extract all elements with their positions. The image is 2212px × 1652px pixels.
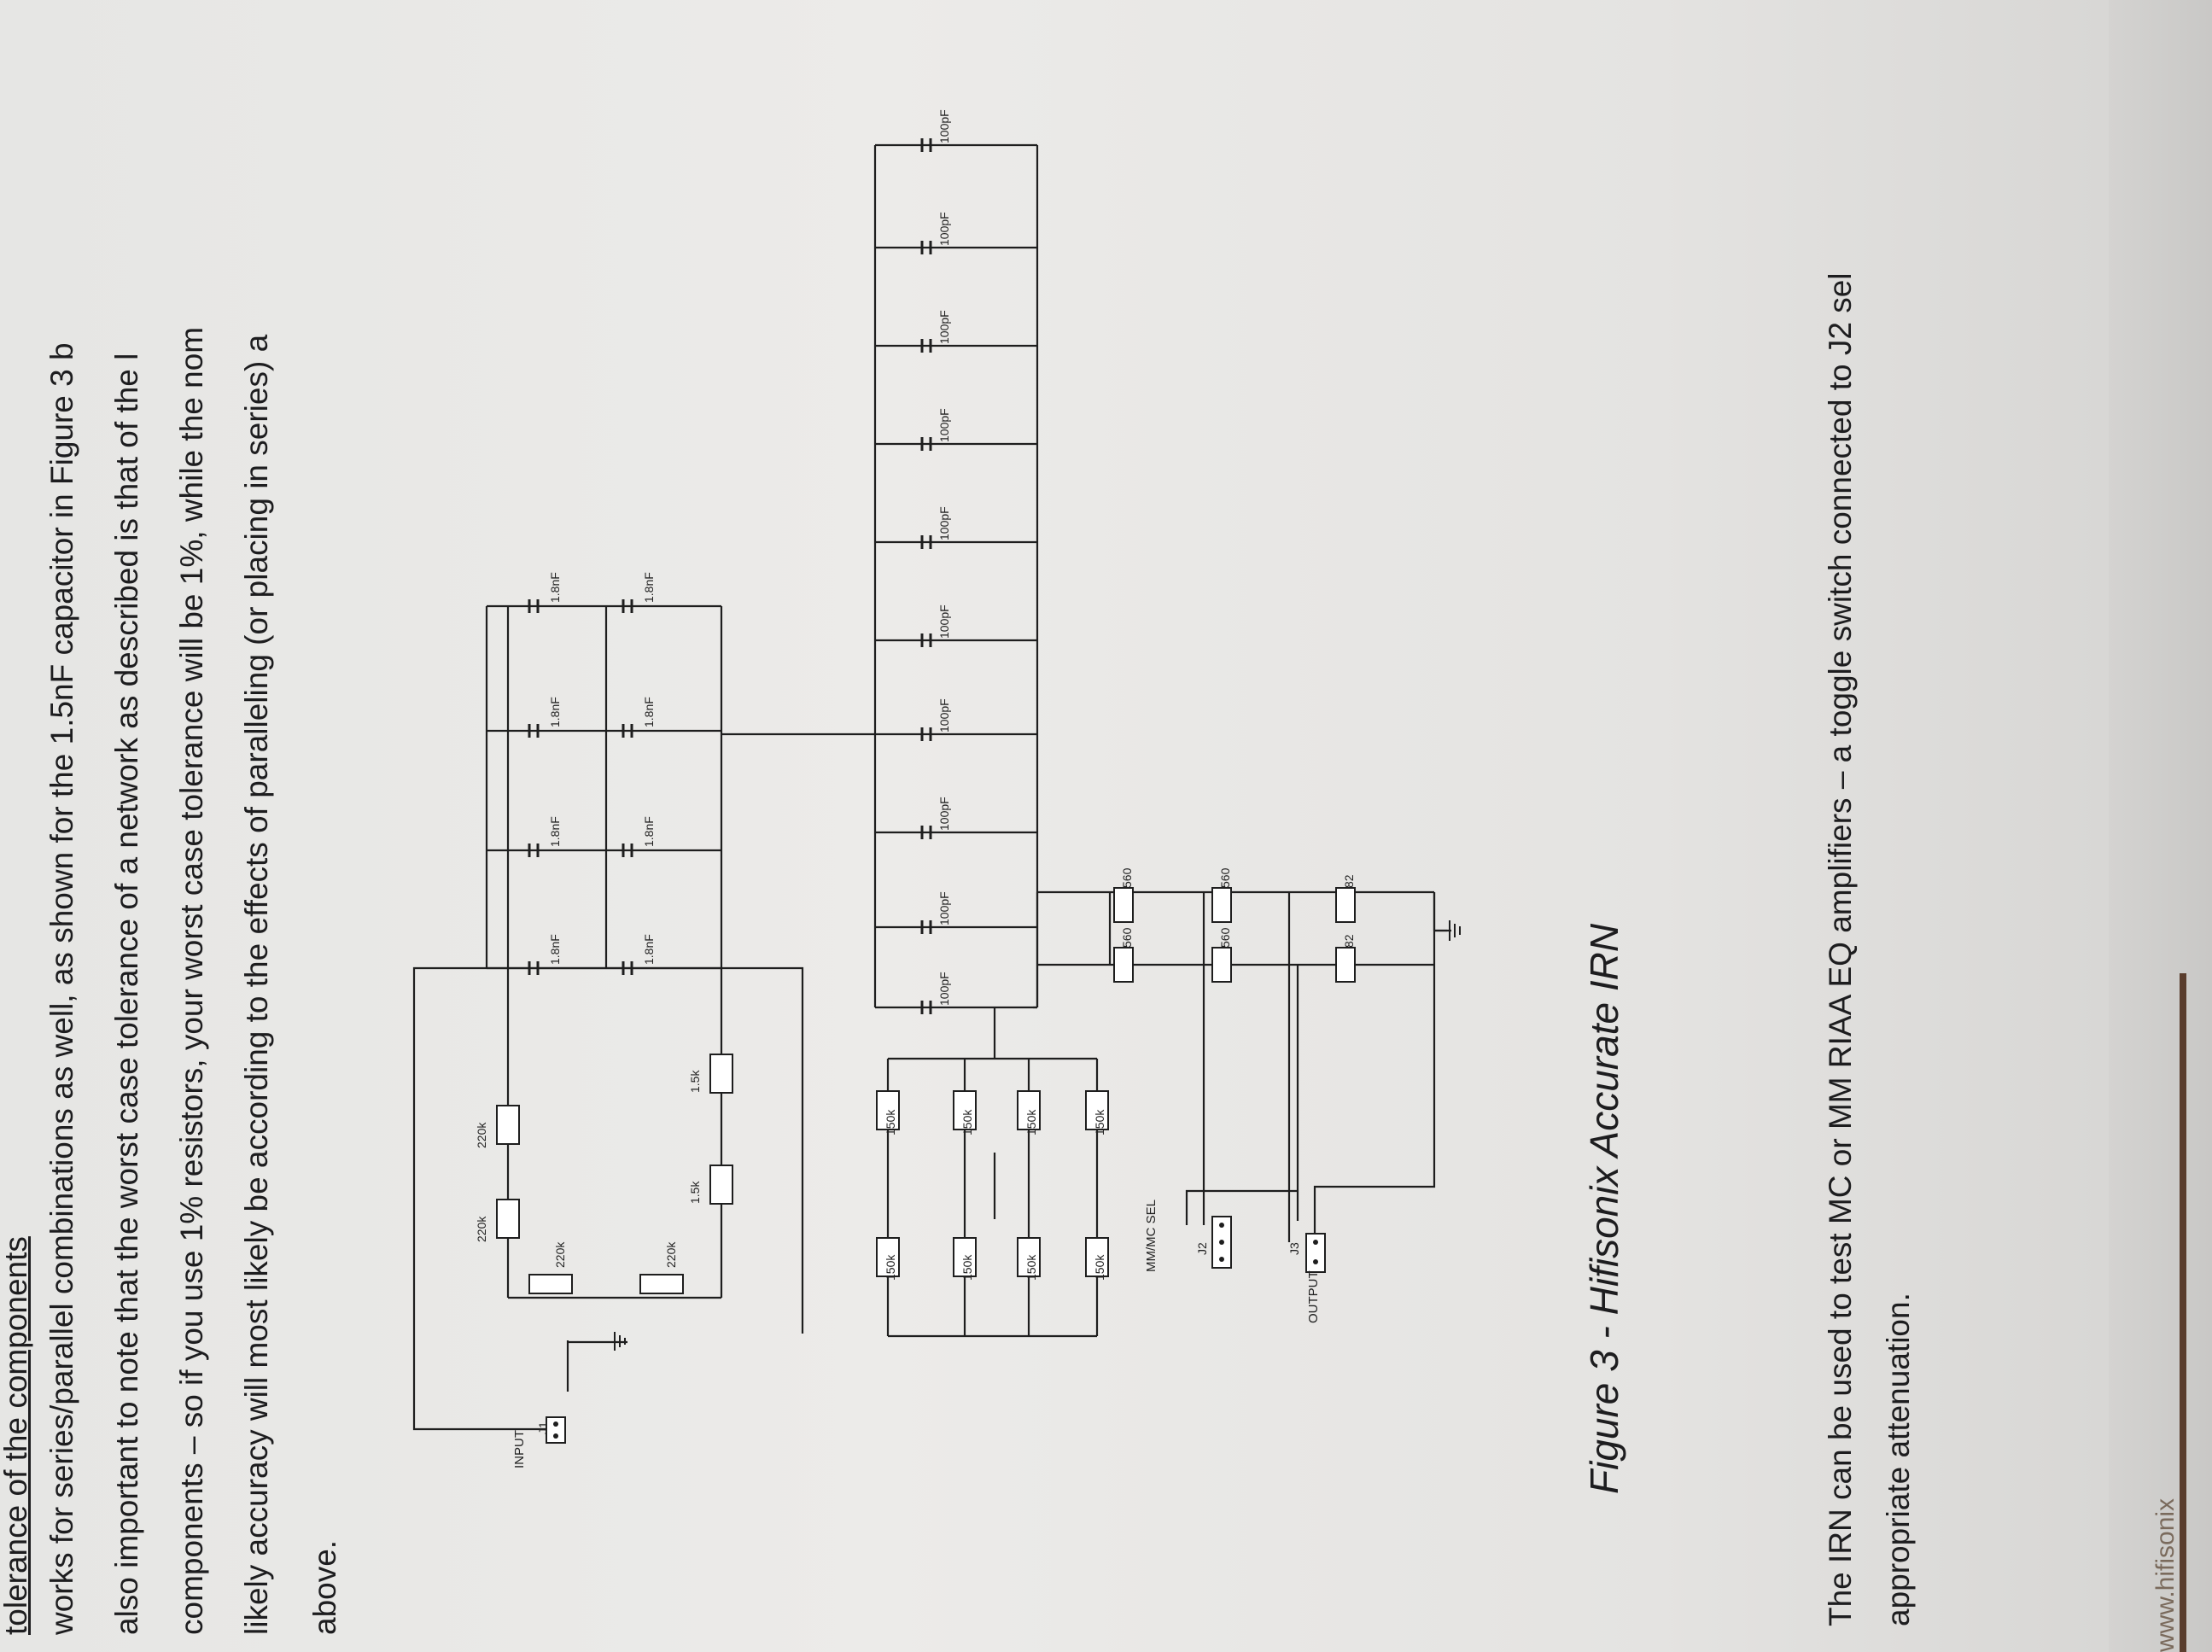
r2-value: 220k	[475, 1216, 488, 1242]
j3-ref-label: J3	[1287, 1242, 1301, 1255]
r13-value: 150k	[960, 1109, 974, 1135]
c11-value: 100pF	[937, 698, 951, 733]
j2-ref-label: J2	[1195, 1242, 1209, 1255]
r16-value: 150k	[884, 1254, 897, 1281]
capacitor-c18	[920, 241, 932, 254]
resistor-r6	[709, 1165, 733, 1205]
resistor-r8	[1211, 947, 1232, 983]
r18-value: 560	[1218, 867, 1232, 888]
resistor-r10	[1017, 1237, 1041, 1277]
capacitor-c4	[528, 724, 540, 738]
resistor-r7	[1113, 887, 1134, 923]
c16-value: 100pF	[937, 604, 951, 639]
resistor-r17	[1113, 947, 1134, 983]
capacitor-c13	[920, 339, 932, 353]
capacitor-c2	[528, 844, 540, 857]
capacitor-c5	[622, 724, 633, 738]
resistor-r3	[528, 1274, 573, 1294]
ground-symbol-input	[614, 1332, 626, 1351]
r8-value: 560	[1218, 927, 1232, 948]
r5-value: 1.5k	[688, 1070, 702, 1093]
capacitor-c9	[920, 1001, 932, 1014]
resistor-r19	[1335, 947, 1356, 983]
c7-value: 1.8nF	[642, 816, 656, 847]
c4-value: 1.8nF	[548, 697, 562, 727]
resistor-r18	[1211, 887, 1232, 923]
r19-value: 82	[1342, 934, 1356, 948]
input-wire	[412, 966, 804, 1431]
mm-mc-sel-label: MM/MC SEL	[1144, 1199, 1159, 1272]
resistor-r1	[496, 1105, 520, 1145]
footer-rule	[2180, 973, 2186, 1652]
j1-ref-label: J1	[536, 1421, 550, 1434]
c9-value: 100pF	[937, 972, 951, 1006]
connector-j1	[546, 1416, 566, 1444]
resistor-r13	[953, 1090, 977, 1130]
capacitor-c10	[920, 920, 932, 934]
r4-value: 220k	[664, 1241, 678, 1268]
capacitor-c6	[622, 599, 633, 613]
c12-value: 100pF	[937, 797, 951, 831]
r10-value: 150k	[1024, 1254, 1038, 1281]
resistor-r14	[1017, 1090, 1041, 1130]
output-connector-label: OUTPUT	[1306, 1270, 1321, 1323]
resistor-r4	[639, 1274, 684, 1294]
r7-value: 560	[1120, 867, 1134, 888]
c14-value: 100pF	[937, 408, 951, 442]
r20-value: 82	[1342, 874, 1356, 888]
r3-value: 220k	[553, 1241, 567, 1268]
c17-value: 100pF	[937, 109, 951, 143]
resistor-r2	[496, 1199, 520, 1239]
page-edge	[2109, 0, 2212, 1652]
r11-value: 150k	[1093, 1254, 1106, 1281]
r6-value: 1.5k	[688, 1181, 702, 1204]
capacitor-c15	[920, 535, 932, 549]
capacitor-c1	[528, 961, 540, 975]
capacitor-c7	[622, 844, 633, 857]
resistor-r12	[876, 1090, 900, 1130]
resistor-r5	[709, 1054, 733, 1094]
resistor-r20	[1335, 887, 1356, 923]
resistor-r9	[953, 1237, 977, 1277]
capacitor-c8	[622, 961, 633, 975]
capacitor-c12	[920, 826, 932, 839]
r9-value: 150k	[960, 1254, 974, 1281]
c8-value: 1.8nF	[642, 934, 656, 965]
c3-value: 1.8nF	[548, 572, 562, 603]
capacitor-c14	[920, 437, 932, 451]
r12-value: 150k	[884, 1109, 897, 1135]
c6-value: 1.8nF	[642, 572, 656, 603]
capacitor-c3	[528, 599, 540, 613]
c2-value: 1.8nF	[548, 816, 562, 847]
c18-value: 100pF	[937, 212, 951, 246]
capacitor-c17	[920, 138, 932, 152]
c5-value: 1.8nF	[642, 697, 656, 727]
r1-value: 220k	[475, 1122, 488, 1148]
c15-value: 100pF	[937, 506, 951, 540]
resistor-r11	[1085, 1237, 1109, 1277]
capacitor-c16	[920, 633, 932, 647]
input-connector-label: INPUT	[512, 1430, 527, 1468]
resistor-r15	[1085, 1090, 1109, 1130]
c1-value: 1.8nF	[548, 934, 562, 965]
ground-symbol-output	[1449, 920, 1461, 941]
r17-value: 560	[1120, 927, 1134, 948]
r15-value: 150k	[1093, 1109, 1106, 1135]
c10-value: 100pF	[937, 891, 951, 925]
connector-j3	[1305, 1233, 1326, 1273]
resistor-r16	[876, 1237, 900, 1277]
r14-value: 150k	[1024, 1109, 1038, 1135]
capacitor-c11	[920, 727, 932, 741]
c13-value: 100pF	[937, 310, 951, 344]
